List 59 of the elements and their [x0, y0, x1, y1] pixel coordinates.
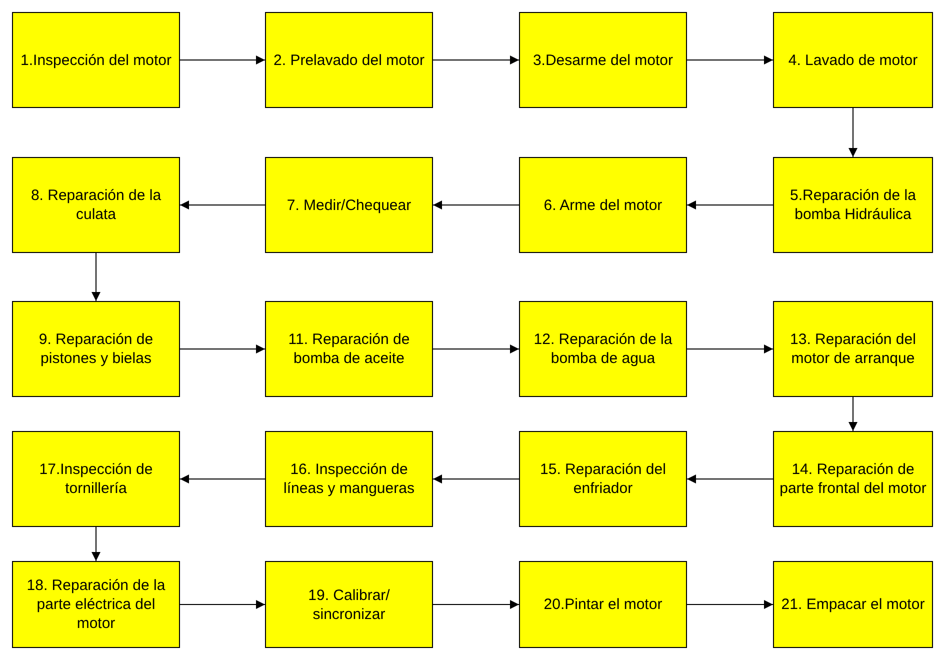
step-label: 8. Reparación de la culata	[30, 186, 162, 224]
arrow	[848, 108, 858, 158]
process-box	[773, 561, 933, 648]
process-box	[12, 157, 180, 253]
process-box	[12, 12, 180, 108]
process-box	[519, 301, 687, 397]
arrow	[432, 474, 520, 484]
arrow	[686, 200, 774, 210]
step-label: 12. Reparación de la bomba de agua	[532, 330, 674, 368]
arrow	[92, 252, 100, 302]
step-label: 15. Reparación del enfriador	[539, 460, 667, 498]
arrow	[686, 600, 774, 609]
process-box	[519, 12, 687, 108]
arrow	[180, 600, 266, 609]
process-box	[265, 157, 433, 253]
process-box	[12, 301, 180, 397]
arrow	[686, 474, 774, 484]
step-label: 20.Pintar el motor	[544, 595, 662, 614]
arrow	[180, 474, 266, 484]
step-label: 9. Reparación de pistones y bielas	[38, 330, 154, 368]
step-label: 1.Inspección del motor	[20, 50, 172, 70]
step-label: 17.Inspección de tornillería	[38, 460, 154, 498]
arrow	[432, 200, 520, 210]
step-label: 3.Desarme del motor	[532, 50, 674, 70]
process-box	[773, 157, 933, 253]
process-box	[265, 12, 433, 108]
arrow	[92, 526, 100, 562]
step-label: 18. Reparación de la parte eléctrica del motor	[26, 576, 166, 633]
process-box	[773, 301, 933, 397]
arrow	[686, 56, 774, 64]
process-box	[12, 561, 180, 648]
step-label: 4. Lavado de motor	[788, 50, 918, 70]
process-box	[773, 12, 933, 108]
process-box	[265, 561, 433, 648]
process-box	[519, 157, 687, 253]
process-box	[519, 431, 687, 527]
arrow	[432, 344, 520, 354]
step-label: 16. Inspección de líneas y mangueras	[282, 460, 416, 498]
step-label: 21. Empacar el motor	[781, 595, 925, 614]
process-box	[265, 431, 433, 527]
step-label: 14. Reparación de parte frontal del motor	[778, 460, 928, 498]
arrow	[432, 56, 520, 64]
step-label: 7. Medir/Chequear	[286, 196, 412, 214]
arrow	[180, 56, 266, 64]
arrow	[432, 600, 520, 609]
process-box	[265, 301, 433, 397]
step-label: 11. Reparación de bomba de aceite	[287, 330, 411, 368]
process-box	[12, 431, 180, 527]
step-label: 2. Prelavado del motor	[274, 50, 424, 70]
step-label: 5.Reparación de la bomba Hidráulica	[789, 186, 917, 224]
step-label: 19. Calibrar/ sincronizar	[307, 586, 391, 624]
arrow	[180, 344, 266, 354]
process-box	[519, 561, 687, 648]
arrow	[180, 200, 266, 210]
step-label: 13. Reparación del motor de arranque	[789, 330, 917, 368]
process-box	[773, 431, 933, 527]
arrow	[848, 396, 858, 432]
arrow	[686, 344, 774, 354]
step-label: 6. Arme del motor	[544, 196, 662, 214]
